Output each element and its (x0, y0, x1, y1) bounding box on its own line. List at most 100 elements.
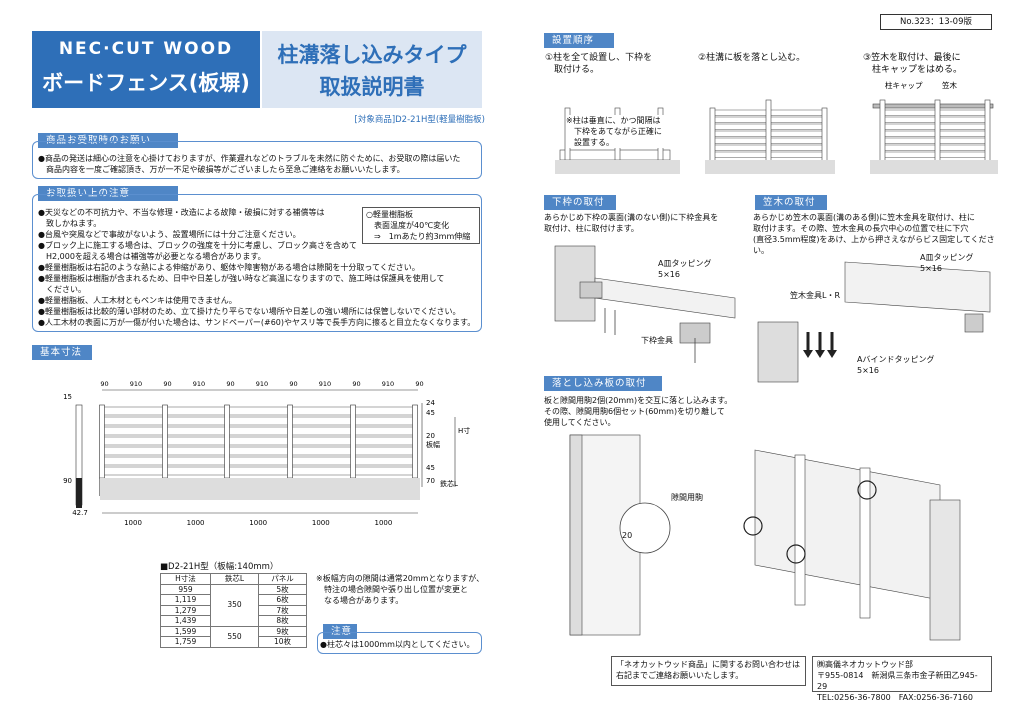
table-cell: 7枚 (258, 604, 307, 616)
step-3: ③笠木を取付け、最後に 柱キャップをはめる。 (863, 53, 963, 75)
kasagi-bracket-label: 笠木金具L・R (790, 291, 841, 300)
dim-right-70: 70 (426, 477, 435, 485)
fence-board (103, 466, 417, 476)
top-dimension: 910 (193, 380, 205, 388)
kasagi-text: あらかじめ笠木の裏面(溝のある側)に笠木金具を取付け、柱に 取付けます。その際、… (753, 213, 995, 255)
table-cell: 5枚 (258, 583, 307, 595)
attention-heading: 注意 (323, 624, 357, 639)
table-cell: 1,599 (160, 625, 211, 637)
caution-heading: お取扱い上の注意 (38, 186, 178, 201)
lower-bracket-label: 下枠金具 (641, 336, 673, 345)
spacer-label: 隙間用駒 (671, 493, 703, 502)
top-dimension: 90 (352, 380, 360, 388)
title-line1: 柱溝落し込みタイプ (277, 43, 467, 67)
brand-logo: NEC·CUT WOOD ボードフェンス(板塀) (32, 31, 260, 108)
table-cell: 1,439 (160, 615, 211, 627)
drop-in-heading: 落とし込み板の取付 (544, 376, 662, 391)
cap-label: 柱キャップ (885, 80, 923, 90)
dim-left-15: 15 (63, 393, 72, 401)
bottom-dimension: 1000 (124, 519, 142, 527)
h-dimension-label: H寸法 (458, 426, 470, 435)
bottom-dimension: 1000 (312, 519, 330, 527)
bottom-dimension: 1000 (187, 519, 205, 527)
top-dimension: 910 (130, 380, 142, 388)
resin-expansion-note: ○軽量樹脂板 表面温度が40℃変化 ⇒ 1mあたり約3mm伸縮 (362, 207, 480, 244)
company-info: ㈱高儀ネオカットウッド部 〒955-0814 新潟県三条市金子新田乙945-29… (812, 656, 992, 702)
fence-post (99, 404, 105, 479)
board-width-label: 板幅 (426, 440, 440, 449)
attention-box (317, 632, 482, 654)
receipt-box (32, 141, 482, 179)
spacer-dim: 20 (622, 531, 633, 540)
caution-item: ●人工木材の表面に万が一傷が付いた場合は、サンドペーパー(#60)やヤスリ等で長… (38, 318, 476, 327)
target-product: [対象商品]D2-21H型(軽量樹脂板) (354, 115, 486, 125)
kasagi-heading: 笠木の取付 (755, 195, 827, 210)
fence-board (103, 426, 417, 436)
dim-left-90: 90 (63, 477, 72, 485)
fence-board (103, 436, 417, 446)
order-heading: 設置順序 (544, 33, 614, 48)
spec-header-panel: パネル (258, 573, 307, 585)
kasagi-screw2-label: Aバインドタッピング 5×16 (857, 355, 935, 375)
dim-right-24: 24 (426, 399, 435, 407)
gap-note: ※板幅方向の隙間は通常20mmとなりますが、 特注の場合隙間や張り出し位置が変更… (316, 574, 485, 605)
table-cell: 1,119 (160, 594, 211, 606)
caution-item: ●軽量樹脂板は樹脂が含まれるため、日中や日差しが強い時など高温になりますので、施… (38, 274, 445, 294)
dimensions-heading: 基本寸法 (32, 345, 92, 360)
table-cell: 350 (210, 583, 259, 627)
lower-frame-illustration (554, 245, 736, 363)
caution-item: ●台風や突風などで事故がないよう、設置場所には十分ご注意ください。 (38, 230, 301, 239)
top-dimension: 910 (319, 380, 331, 388)
fence-board (103, 416, 417, 426)
drop-in-illustration (569, 434, 961, 641)
receipt-text: ●商品の発送は細心の注意を心掛けておりますが、作業遅れなどのトラブルを未然に防ぐ… (38, 154, 461, 174)
lower-screw-label: A皿タッピング 5×16 (658, 259, 712, 279)
fence-post (350, 404, 356, 479)
top-dimension: 90 (289, 380, 297, 388)
table-cell: 550 (210, 625, 259, 648)
table-cell: 1,759 (160, 636, 211, 648)
caution-item: ●天災などの不可抗力や、不当な修理・改造による故障・破損に対する補償等は 致しか… (38, 208, 325, 228)
bottom-dimension: 1000 (249, 519, 267, 527)
top-dimension: 90 (163, 380, 171, 388)
spec-header-core: 鉄芯L (210, 573, 259, 585)
product-name: ボードフェンス(板塀) (42, 71, 250, 95)
lower-frame-heading: 下枠の取付 (544, 195, 616, 210)
kasagi-label: 笠木 (942, 80, 957, 90)
table-cell: 9枚 (258, 625, 307, 637)
caution-item: ●軽量樹脂板、人工木材ともペンキは使用できません。 (38, 296, 237, 305)
top-dimension: 90 (415, 380, 423, 388)
bottom-dimension: 1000 (374, 519, 392, 527)
table-cell: 1,279 (160, 604, 211, 616)
spec-title: ■D2-21H型（板幅:140mm） (160, 562, 279, 572)
kasagi-illustration (757, 261, 991, 383)
brand-name: NEC·CUT WOOD (58, 39, 234, 59)
step-1: ①柱を全て設置し、下枠を 取付ける。 (545, 53, 653, 75)
fence-post (412, 404, 418, 479)
drop-in-text: 板と隙間用駒2個(20mm)を交互に落とし込みます。 その際、隙間用駒6個セット… (544, 396, 733, 427)
spec-header-h: H寸法 (160, 573, 211, 585)
attention-text: ●柱芯々は1000mm以内としてください。 (320, 640, 475, 649)
table-cell: 959 (160, 583, 211, 595)
fence-board (103, 456, 417, 466)
title-line2: 取扱説明書 (319, 75, 425, 99)
dim-right-45: 45 (426, 464, 435, 472)
top-dimension: 90 (226, 380, 234, 388)
fence-post (162, 404, 168, 479)
fence-board (103, 446, 417, 456)
top-dimension: 910 (382, 380, 394, 388)
caution-box (32, 194, 482, 332)
core-length-label: 鉄芯L (440, 479, 458, 488)
dim-right-20: 20 (426, 432, 435, 440)
fence-board (103, 406, 417, 416)
dim-left-42-7: 42.7 (72, 509, 88, 517)
caution-item: ●軽量樹脂板は右記のような熱による伸縮があり、躯体や障害物がある場合は隙間を十分… (38, 263, 420, 272)
caution-item: ●ブロック上に施工する場合は、ブロックの強度を十分に考慮し、ブロック高さを含めて… (38, 241, 357, 261)
caution-item: ●軽量樹脂板は比較的薄い部材のため、立て掛けたり平らでない場所や日差しの強い場所… (38, 307, 461, 316)
step-2: ②柱溝に板を落とし込む。 (698, 53, 806, 63)
top-dimension: 910 (256, 380, 268, 388)
lower-frame-text: あらかじめ下枠の裏面(溝のない側)に下枠金具を 取付け、柱に取付けます。 (544, 213, 719, 233)
title-box: 柱溝落し込みタイプ 取扱説明書 (262, 31, 482, 108)
